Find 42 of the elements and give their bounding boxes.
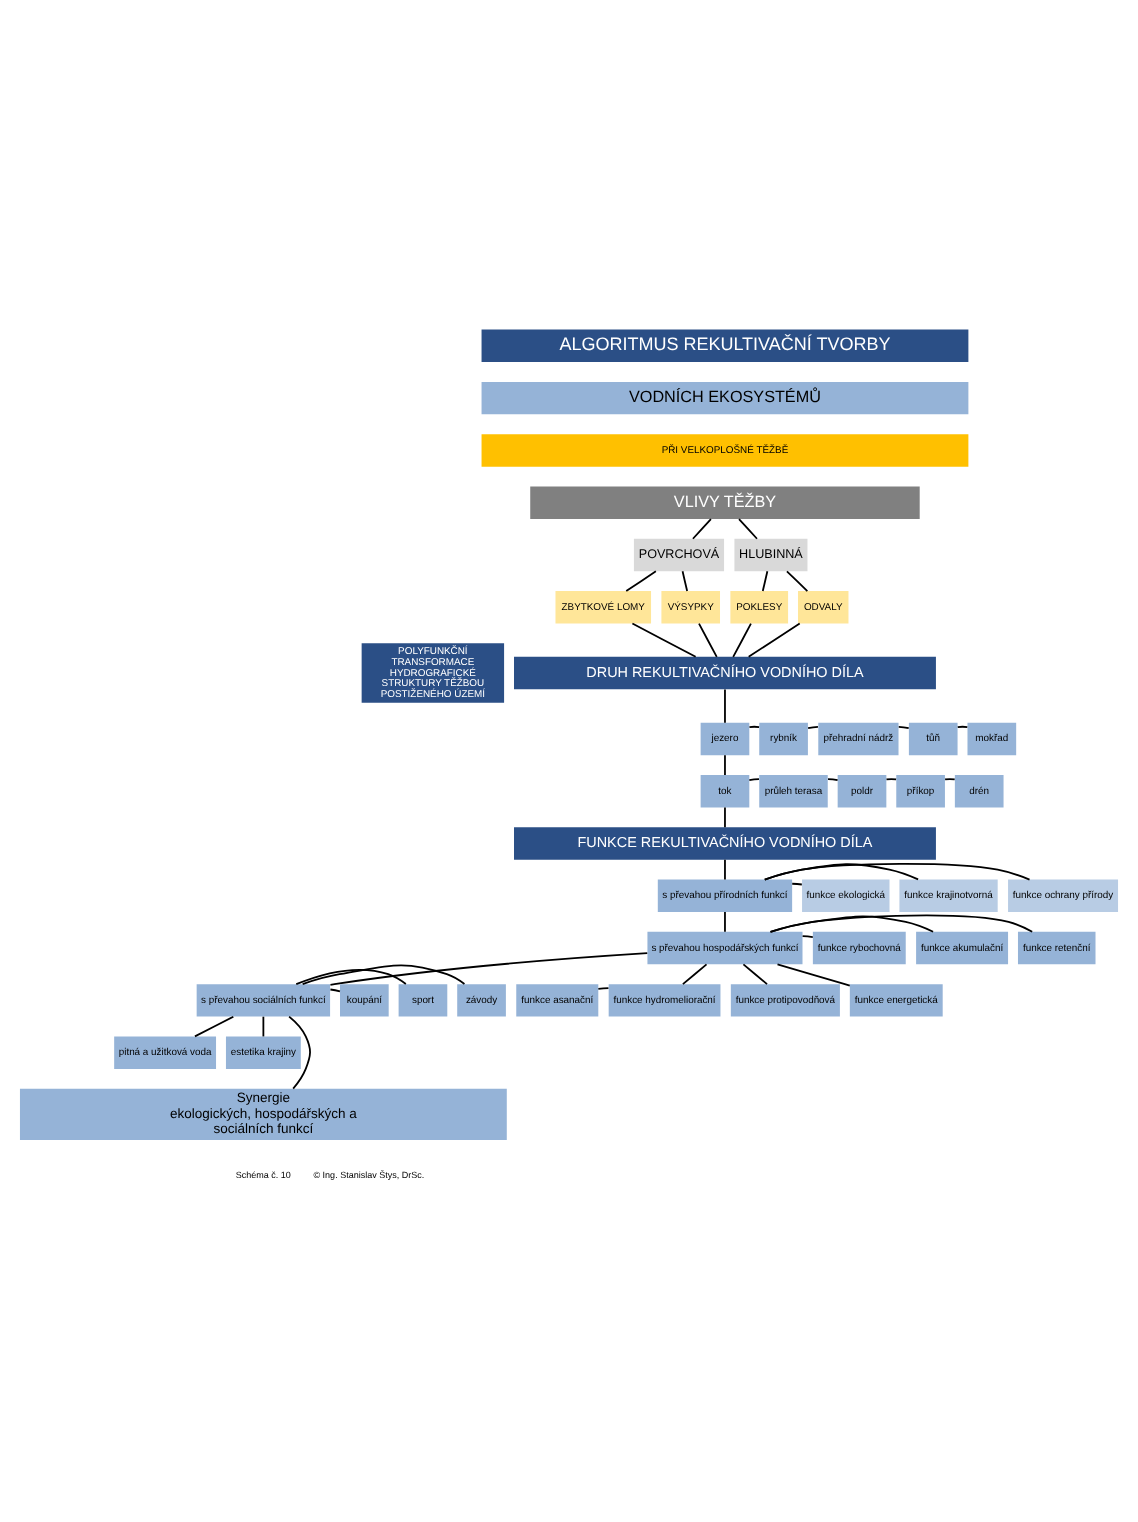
connector bbox=[801, 935, 814, 938]
connector bbox=[761, 570, 769, 592]
connector bbox=[194, 1015, 235, 1038]
connector bbox=[897, 725, 910, 730]
connector bbox=[597, 987, 610, 990]
connector bbox=[724, 688, 726, 724]
connector bbox=[288, 1015, 311, 1090]
connector bbox=[724, 858, 726, 881]
connector bbox=[747, 622, 801, 658]
connector bbox=[682, 963, 708, 986]
node-box: VODNÍCH EKOSYSTÉMŮ bbox=[481, 381, 969, 415]
connector bbox=[724, 754, 726, 776]
connector bbox=[625, 570, 657, 592]
connector bbox=[329, 988, 341, 993]
node-box: DRUH REKULTIVAČNÍHO VODNÍHO DÍLA bbox=[514, 656, 936, 690]
connector bbox=[763, 863, 1031, 881]
connector bbox=[786, 570, 809, 592]
node-box: ALGORITMUS REKULTIVAČNÍ TVORBY bbox=[481, 329, 969, 363]
connector bbox=[885, 778, 897, 781]
connector bbox=[329, 952, 649, 986]
connector bbox=[724, 806, 726, 829]
connector bbox=[698, 622, 718, 658]
connector bbox=[262, 1015, 265, 1038]
connector bbox=[748, 778, 760, 781]
connector bbox=[724, 911, 726, 933]
connector bbox=[769, 914, 1034, 933]
connector bbox=[827, 778, 839, 781]
connector bbox=[944, 778, 956, 781]
connector bbox=[742, 963, 768, 986]
connector bbox=[732, 622, 752, 658]
connector bbox=[748, 725, 760, 728]
connector bbox=[631, 622, 697, 658]
connector bbox=[295, 969, 407, 986]
connector bbox=[692, 518, 712, 540]
connector bbox=[738, 518, 758, 540]
connector bbox=[956, 725, 969, 728]
connector bbox=[807, 725, 819, 730]
connector bbox=[791, 882, 803, 886]
node-box: VLIVY TĚŽBY bbox=[530, 486, 920, 519]
node-box: FUNKCE REKULTIVAČNÍHO VODNÍHO DÍLA bbox=[514, 827, 936, 860]
connector bbox=[681, 570, 689, 592]
connector bbox=[301, 964, 466, 985]
